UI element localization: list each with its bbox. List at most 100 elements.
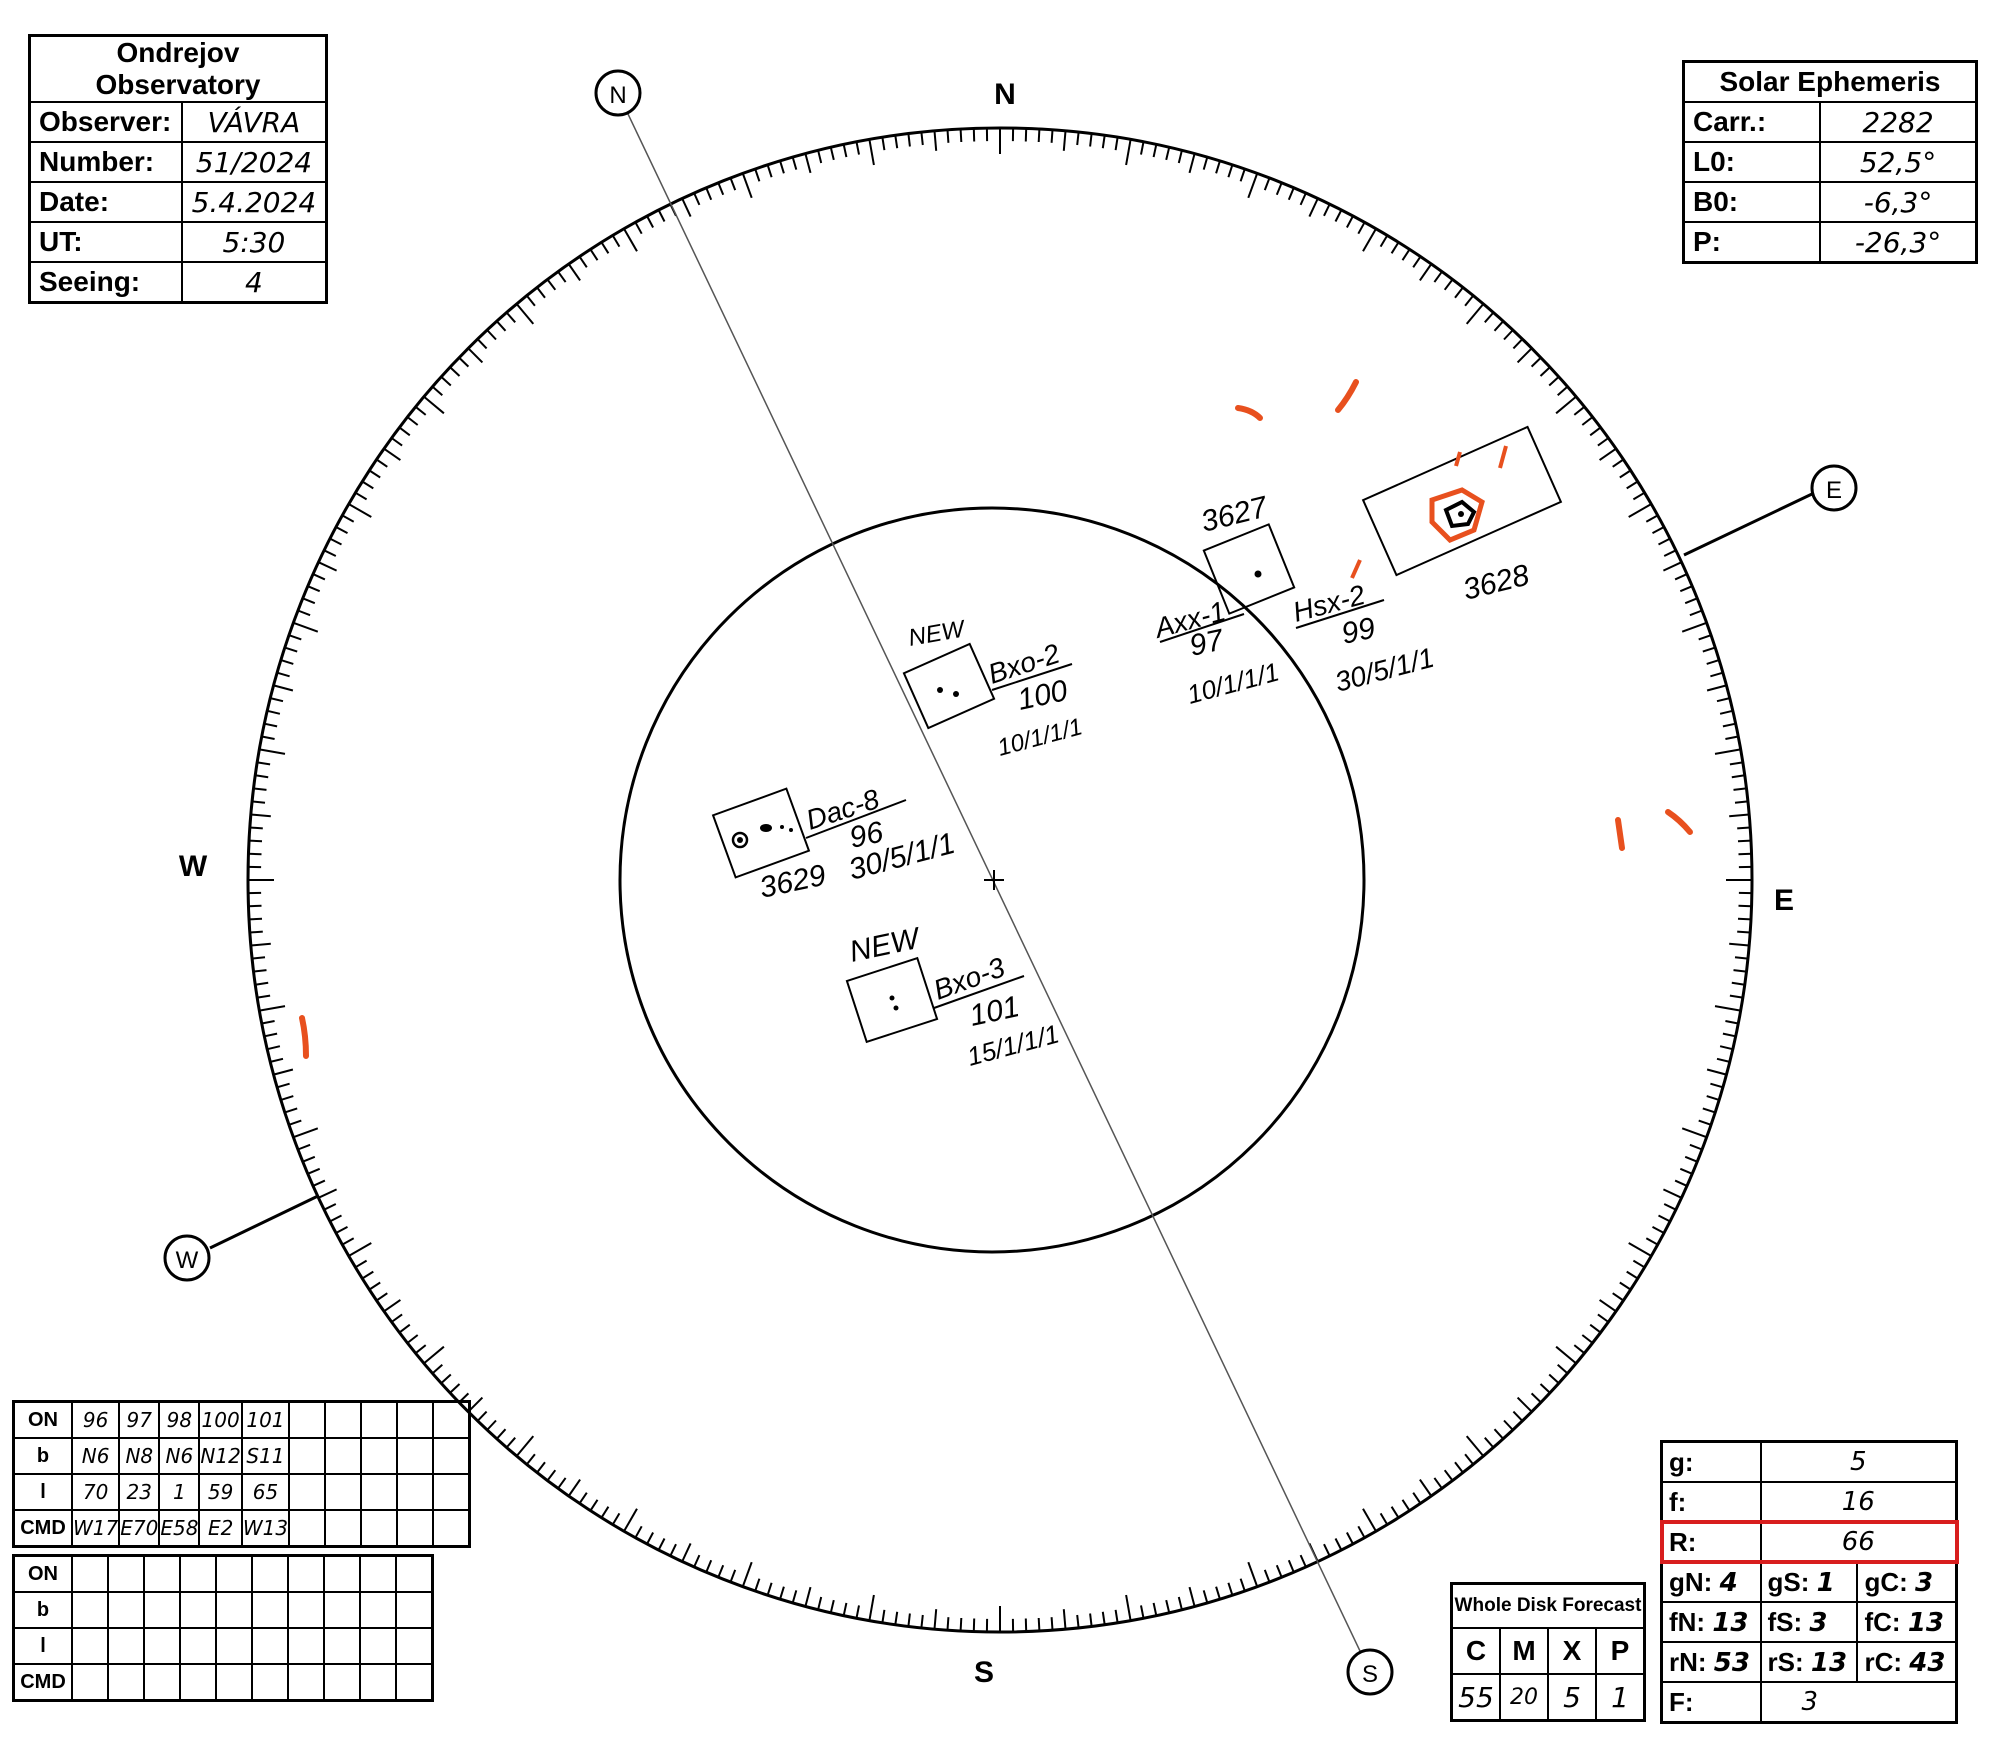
group_table_2-cell — [143, 1627, 181, 1665]
group_table_2-header-0: ON — [12, 1554, 73, 1593]
group-96: Dac-8 96 30/5/1/1 3629 — [711, 783, 959, 905]
fn-label: fN: — [1669, 1606, 1706, 1637]
rs-value: 13 — [1810, 1647, 1848, 1678]
ut-label: UT: — [28, 221, 183, 263]
fs-value: 3 — [1809, 1607, 1828, 1638]
group-97: 3627 Axx-1 97 10/1/1/1 — [1150, 490, 1296, 710]
group_table_2-cell — [359, 1663, 397, 1702]
group-100-code: 10/1/1/1 — [995, 713, 1086, 762]
solar-ephemeris-box: Solar Ephemeris Carr.: 2282 L0: 52,5° B0… — [1682, 60, 1978, 264]
observatory-info-box: Ondrejov Observatory Observer: VÁVRA Num… — [28, 34, 328, 304]
group_table_2-cell — [179, 1627, 217, 1665]
group_table_1-cell: E70 — [118, 1509, 161, 1548]
gs-label: gS: — [1767, 1566, 1810, 1597]
group_table_2-cell — [143, 1663, 181, 1702]
group_table_2-cell — [71, 1554, 109, 1593]
group_table_1-cell — [360, 1509, 399, 1548]
forecast-p-header: P — [1595, 1627, 1646, 1675]
group-96-number: 96 — [847, 816, 887, 855]
gn-label: gN: — [1669, 1566, 1713, 1597]
r-label: R: — [1660, 1521, 1762, 1563]
group-100: NEW Bxo-2 100 10/1/1/1 — [902, 615, 1086, 762]
group_table_1-cell: 97 — [118, 1400, 161, 1439]
group_table_2-cell — [107, 1663, 145, 1702]
group_table_1-cell: 1 — [158, 1473, 201, 1511]
group_table_1-header-0: ON — [12, 1400, 73, 1439]
ff-value: 3 — [1759, 1681, 1958, 1724]
group_table_2-header-3: CMD — [12, 1663, 73, 1702]
rn-value: 53 — [1713, 1647, 1750, 1678]
group_table_1-cell: N6 — [70, 1437, 121, 1475]
group-97-code: 10/1/1/1 — [1184, 656, 1283, 709]
b0-value: -6,3° — [1819, 181, 1978, 223]
ff-label: F: — [1660, 1681, 1762, 1724]
forecast-title: Whole Disk Forecast — [1450, 1582, 1646, 1629]
group_table_1-cell: 98 — [158, 1400, 201, 1439]
group_table_2-cell — [287, 1663, 325, 1702]
svg-text:E: E — [1826, 477, 1842, 504]
group-97-noaa: 3627 — [1198, 490, 1272, 538]
group_table_2-cell — [359, 1627, 397, 1665]
circled-west: W — [163, 1234, 211, 1282]
south-label: S — [974, 1656, 994, 1689]
group_table_1-header-2: l — [12, 1473, 73, 1511]
group_table_1-cell — [432, 1509, 471, 1548]
group_table_2-cell — [323, 1591, 361, 1629]
group_table_2-cell — [107, 1591, 145, 1629]
observatory-title: Ondrejov Observatory — [28, 34, 328, 103]
g-label: g: — [1660, 1440, 1762, 1483]
fs-label: fS: — [1767, 1606, 1803, 1637]
carr-value: 2282 — [1819, 101, 1978, 143]
group_table_1-cell — [324, 1509, 363, 1548]
west-axis-stub — [209, 1194, 319, 1250]
group_table_2-cell — [215, 1663, 253, 1702]
group_table_1-cell: N6 — [158, 1437, 201, 1475]
inner-disk-circle — [618, 506, 1366, 1254]
gc-value: 3 — [1915, 1567, 1934, 1598]
group_table_2-cell — [179, 1663, 217, 1702]
group_table_1-cell: W17 — [70, 1509, 121, 1548]
group_table_2-cell — [143, 1554, 181, 1593]
forecast-c-header: C — [1450, 1627, 1501, 1675]
group_table_2-cell — [395, 1554, 434, 1593]
group_table_1-cell — [360, 1437, 399, 1475]
group_table_1-cell: 70 — [70, 1473, 121, 1511]
group_table_2-cell — [287, 1554, 325, 1593]
fn-value: 13 — [1712, 1607, 1749, 1638]
group_table_2-cell — [179, 1554, 217, 1593]
east-axis-stub — [1683, 492, 1813, 557]
group_table_1-cell: N12 — [198, 1437, 243, 1475]
fc-label: fC: — [1864, 1606, 1901, 1637]
r-value: 66 — [1759, 1521, 1958, 1563]
group_table_1-cell — [432, 1400, 471, 1439]
seeing-value: 4 — [180, 261, 328, 304]
group_table_2-cell — [323, 1554, 361, 1593]
observer-value: VÁVRA — [180, 101, 328, 143]
circled-north: N — [594, 69, 642, 117]
group_table_2-cell — [287, 1591, 325, 1629]
group_table_2-cell — [215, 1554, 253, 1593]
forecast-x-header: X — [1547, 1627, 1597, 1675]
b0-label: B0: — [1682, 181, 1822, 223]
ephemeris-title: Solar Ephemeris — [1682, 60, 1978, 103]
group_table_1-cell: N8 — [118, 1437, 161, 1475]
p-value: -26,3° — [1819, 221, 1978, 264]
group_table_1-cell — [360, 1473, 399, 1511]
fc-value: 13 — [1907, 1607, 1944, 1638]
svg-text:S: S — [1362, 1661, 1378, 1688]
group-101-new: NEW — [847, 921, 925, 968]
group_table_1-header-1: b — [12, 1437, 73, 1475]
group_table_2-cell — [107, 1554, 145, 1593]
group_table_2-cell — [179, 1591, 217, 1629]
circled-south: S — [1346, 1648, 1394, 1696]
gs-value: 1 — [1816, 1567, 1835, 1598]
group_table_1-cell: 96 — [70, 1400, 121, 1439]
group_table_1-cell — [396, 1400, 435, 1439]
f-value: 16 — [1759, 1481, 1958, 1523]
group_table_2-cell — [395, 1627, 434, 1665]
group_table_1-cell: 65 — [240, 1473, 291, 1511]
limb-tick-ring — [248, 128, 1752, 1632]
group_table_1-cell: 100 — [198, 1400, 243, 1439]
rc-value: 43 — [1909, 1647, 1946, 1678]
